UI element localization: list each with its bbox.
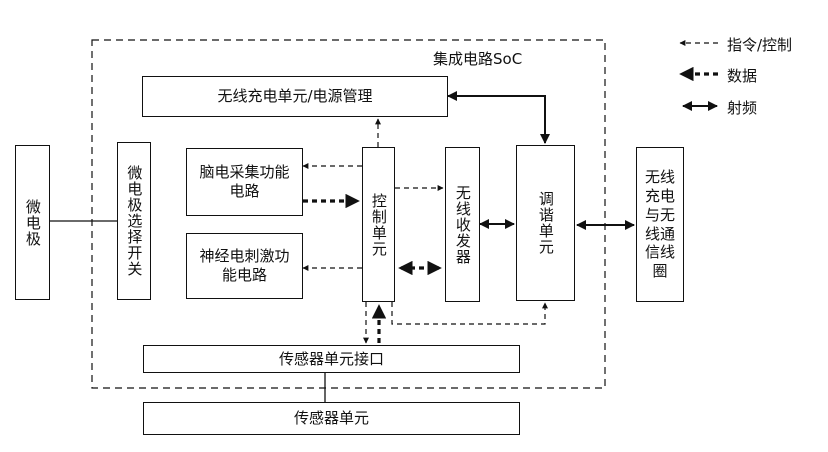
eeg-circuit-block: 脑电采集功能电路	[186, 148, 303, 216]
data-arrows	[303, 193, 442, 343]
transceiver-block: 无线收发器	[445, 147, 480, 302]
coil-block: 无线充电与无线通信线圈	[636, 147, 684, 302]
wireless-power-block: 无线充电单元/电源管理	[142, 76, 448, 117]
control-unit-block: 控制单元	[362, 147, 395, 302]
command-arrows	[302, 118, 548, 344]
rf-arrows	[447, 91, 635, 230]
transceiver-label: 无线收发器	[453, 184, 472, 265]
soc-boundary	[91, 39, 606, 389]
neural-stim-label: 神经电刺激功能电路	[199, 247, 290, 284]
electrode-switch-label: 微电极选择开关	[125, 165, 144, 277]
legend-command-label: 指令/控制	[727, 36, 793, 54]
sensor-unit-block: 传感器单元	[143, 402, 520, 435]
eeg-circuit-label: 脑电采集功能电路	[199, 163, 290, 200]
legend-data-label: 数据	[727, 67, 758, 85]
microelectrode-block: 微电极	[15, 145, 50, 300]
microelectrode-label: 微电极	[23, 198, 42, 247]
tuning-unit-block: 调谐单元	[516, 145, 575, 301]
sensor-interface-block: 传感器单元接口	[143, 345, 520, 373]
sensor-unit-label: 传感器单元	[293, 409, 369, 428]
neural-stim-block: 神经电刺激功能电路	[186, 233, 303, 299]
coil-label: 无线充电与无线通信线圈	[645, 168, 676, 280]
control-unit-label: 控制单元	[369, 192, 388, 257]
wireless-power-label: 无线充电单元/电源管理	[217, 87, 373, 106]
cmd-to-tuning	[391, 302, 548, 325]
electrode-switch-block: 微电极选择开关	[117, 142, 151, 300]
sensor-interface-label: 传感器单元接口	[278, 349, 384, 368]
rf-power-tuning	[447, 91, 550, 144]
soc-label: 集成电路SoC	[433, 50, 523, 68]
legend-rf-label: 射频	[727, 99, 758, 117]
tuning-unit-label: 调谐单元	[536, 191, 555, 255]
